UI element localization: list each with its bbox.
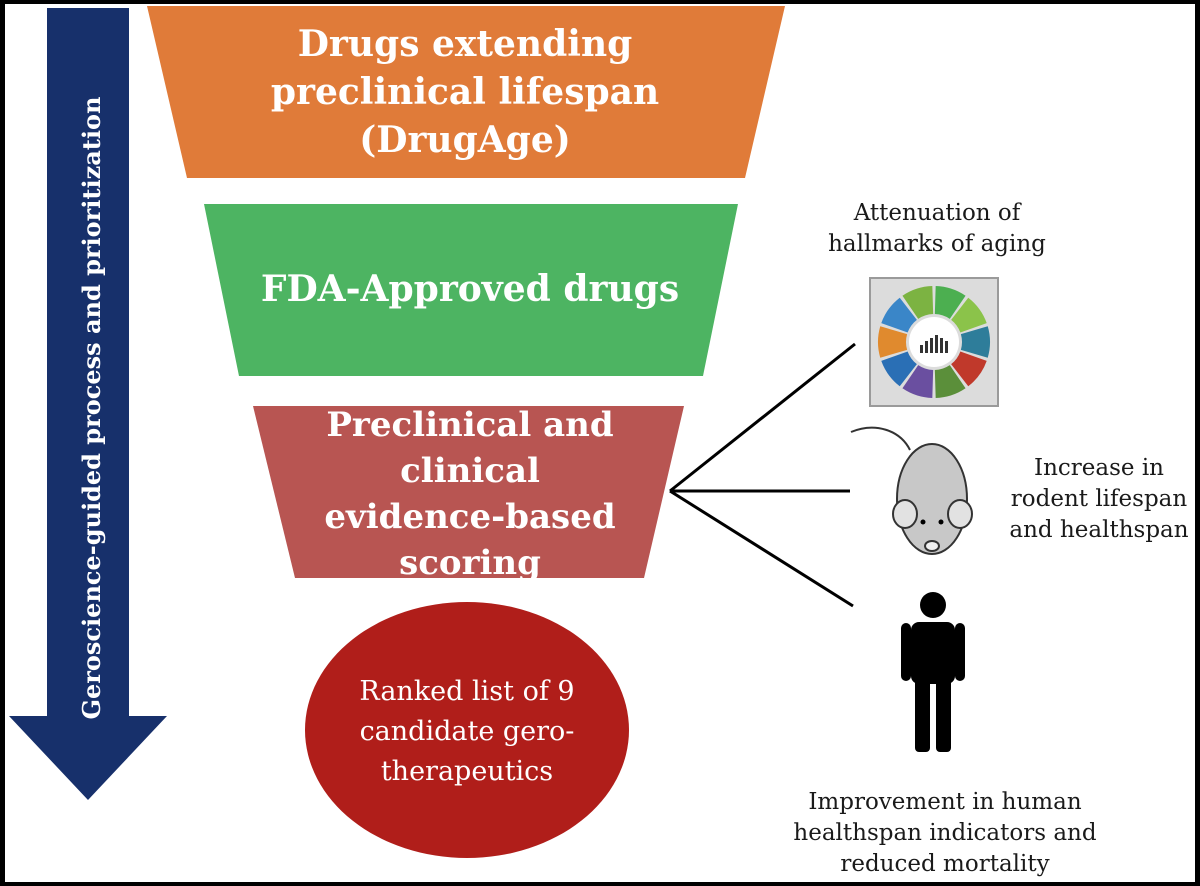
hallmarks-label: Attenuation of hallmarks of aging <box>828 200 1046 257</box>
funnel-stage-2-label: FDA-Approved drugs <box>260 268 680 310</box>
hallmarks-wheel-icon <box>869 277 999 407</box>
hallmark-segment <box>951 297 987 333</box>
person-icon <box>901 592 965 752</box>
connector-hallmarks <box>669 342 856 493</box>
result-ellipse <box>305 602 629 858</box>
human-label: Improvement in human healthspan indicato… <box>793 789 1097 877</box>
hallmark-segment <box>934 286 966 319</box>
hallmark-segment <box>878 326 908 358</box>
hallmark-segment <box>881 351 917 387</box>
hallmark-segment <box>951 351 987 387</box>
diagram-graphics <box>9 6 999 858</box>
process-arrow-label: Geroscience-guided process and prioritiz… <box>76 96 106 720</box>
hallmark-segment <box>902 286 934 319</box>
connector-lines <box>669 342 856 608</box>
rodent-label: Increase in rodent lifespan and healthsp… <box>1009 455 1189 543</box>
funnel-stage-3-label: Preclinical and clinical evidence-based … <box>324 405 616 583</box>
funnel-stage-1-shape <box>147 6 785 178</box>
hallmark-segment <box>960 326 991 358</box>
result-label: Ranked list of 9 candidate gero-therapeu… <box>359 675 575 787</box>
process-arrow <box>9 8 167 800</box>
funnel-stage-2-shape <box>204 204 738 376</box>
connector-human <box>669 489 854 608</box>
figure-canvas: Geroscience-guided process and prioritiz… <box>5 4 1195 882</box>
hallmark-segment <box>881 297 917 333</box>
hallmark-segment <box>934 365 966 398</box>
funnel-stage-1-label: Drugs extending preclinical lifespan (Dr… <box>270 23 660 161</box>
mouse-icon <box>850 426 973 555</box>
funnel-stage-3-shape <box>253 406 684 578</box>
hallmark-segment <box>902 365 934 398</box>
